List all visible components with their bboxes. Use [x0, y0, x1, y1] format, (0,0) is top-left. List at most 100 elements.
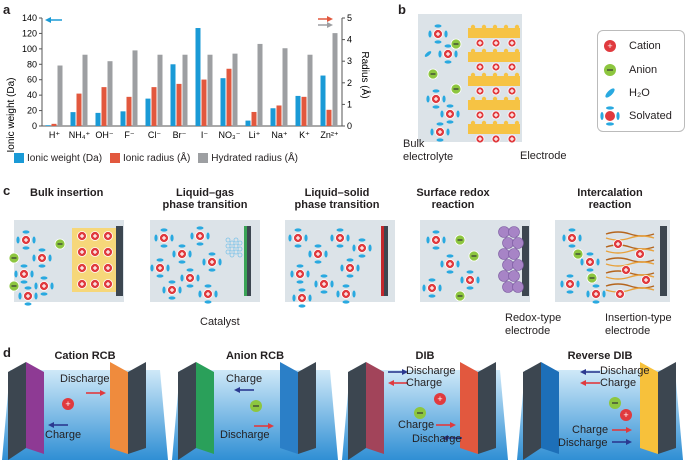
bar-ionic-3 [126, 96, 132, 126]
bar-ionic-5 [170, 64, 176, 126]
anion-icon [604, 64, 616, 76]
x-tick-label: NO₃⁻ [219, 130, 241, 140]
y-tick-label: 40 [27, 90, 37, 100]
bar-ionic-1 [70, 112, 76, 126]
dib-charge-top: Charge [406, 377, 443, 389]
y2-tick-label: 4 [347, 35, 352, 45]
legend-anion: Anion [629, 64, 658, 76]
y2-tick-label: 3 [347, 56, 352, 66]
x-tick-label: Zn²⁺ [320, 130, 339, 140]
legend-item-hydrated-radius: Hydrated radius (Å) [198, 153, 298, 164]
bar-ionic-6 [195, 28, 201, 126]
svg-text:+: + [437, 394, 442, 404]
y2-axis-label: Radius (Å) [359, 51, 372, 98]
x-tick-label: Br⁻ [173, 130, 187, 140]
x-tick-label: Na⁺ [271, 130, 288, 140]
bar-ionic-6 [201, 79, 207, 126]
y2-tick-label: 5 [347, 13, 352, 23]
bar-hydrated-5 [182, 54, 188, 126]
rdib-charge-bottom: Charge [572, 424, 609, 436]
solvated-icon [600, 106, 620, 126]
title-reverse-dib: Reverse DIB [567, 350, 633, 362]
svg-text:+: + [65, 399, 70, 409]
panel-label-b: b [398, 2, 406, 17]
electrode-label: Electrode [520, 150, 567, 162]
bar-hydrated-1 [82, 54, 88, 126]
bar-ionic-9 [270, 108, 276, 126]
chart-bars [45, 28, 338, 127]
electrode-layer [468, 100, 520, 110]
title-cation-rcb: Cation RCB [54, 350, 116, 362]
legend-icons: + [600, 40, 620, 126]
right-axis-arrows-icon [318, 16, 333, 28]
y2-tick-label: 2 [347, 78, 352, 88]
legend-water: H₂O [629, 87, 650, 99]
svg-text:+: + [607, 41, 612, 51]
bar-ionic-11 [320, 75, 326, 126]
bar-ionic-9 [276, 105, 282, 126]
bar-ionic-0 [51, 123, 57, 126]
ionic-properties-chart: 020406080100120140012345H⁺NH₄⁺OH⁻F⁻Cl⁻Br… [6, 13, 372, 153]
legend-cation: Cation [629, 40, 661, 52]
bar-ionic-0 [45, 125, 51, 126]
electrode-layer [468, 124, 520, 134]
bar-ionic-7 [226, 68, 232, 126]
panel-d-batteries: + + + [2, 362, 683, 460]
legend-solvated: Solvated [629, 110, 672, 122]
y-axis-label: Ionic weight (Da) [6, 77, 17, 152]
legend-swatch-blue [14, 153, 24, 163]
rdib-discharge-bottom: Discharge [558, 437, 608, 449]
legend-swatch-red [110, 153, 121, 163]
legend-label: Ionic radius (Å) [123, 152, 191, 164]
panel-label-a: a [3, 2, 11, 17]
bar-hydrated-4 [157, 54, 163, 126]
catalyst-label: Catalyst [200, 316, 240, 328]
electrode-layer [468, 76, 520, 86]
y-tick-label: 100 [22, 44, 37, 54]
x-tick-label: F⁻ [124, 130, 134, 140]
panel-c-particles [8, 226, 655, 308]
legend-item-ionic-radius: Ionic radius (Å) [110, 153, 190, 164]
bar-ionic-8 [245, 120, 251, 126]
cation-rcb-charge: Charge [45, 429, 82, 441]
y-tick-label: 80 [27, 59, 37, 69]
y-tick-label: 60 [27, 75, 37, 85]
chart-tick-labels: 020406080100120140012345H⁺NH₄⁺OH⁻F⁻Cl⁻Br… [22, 13, 352, 140]
chart-legend: Ionic weight (Da) Ionic radius (Å) Hydra… [14, 150, 359, 166]
y-tick-label: 120 [22, 28, 37, 38]
bar-hydrated-3 [132, 50, 138, 126]
x-tick-label: I⁻ [201, 130, 209, 140]
panel-label-d: d [3, 345, 11, 360]
bar-ionic-2 [101, 87, 107, 126]
electrode-layer [468, 52, 520, 62]
bar-ionic-2 [95, 112, 101, 126]
y-tick-label: 140 [22, 13, 37, 23]
legend-swatch-grey [198, 153, 209, 163]
dib-cell: + [342, 362, 508, 460]
legend-item-ionic-weight: Ionic weight (Da) [14, 153, 102, 164]
y-tick-label: 0 [32, 121, 37, 131]
cation-rcb-cell: + [2, 362, 168, 460]
bar-hydrated-2 [107, 61, 113, 127]
bar-hydrated-7 [232, 53, 238, 126]
svg-text:+: + [623, 410, 628, 420]
left-axis-arrow-icon [45, 17, 62, 23]
anion-rcb-charge: Charge [226, 373, 263, 385]
bar-ionic-5 [176, 83, 182, 126]
x-tick-label: Cl⁻ [148, 130, 161, 140]
x-tick-label: H⁺ [49, 130, 60, 140]
legend-label: Hydrated radius (Å) [211, 152, 298, 164]
title-bulk-insertion: Bulk insertion [30, 187, 104, 199]
panel-c-illustration [8, 226, 667, 308]
chart-axes [39, 17, 345, 127]
bar-ionic-1 [76, 93, 82, 126]
legend-label: Ionic weight (Da) [27, 152, 103, 164]
bar-ionic-11 [326, 109, 332, 126]
electrode-layer [468, 28, 520, 38]
bar-ionic-10 [301, 96, 307, 126]
y2-tick-label: 1 [347, 99, 352, 109]
